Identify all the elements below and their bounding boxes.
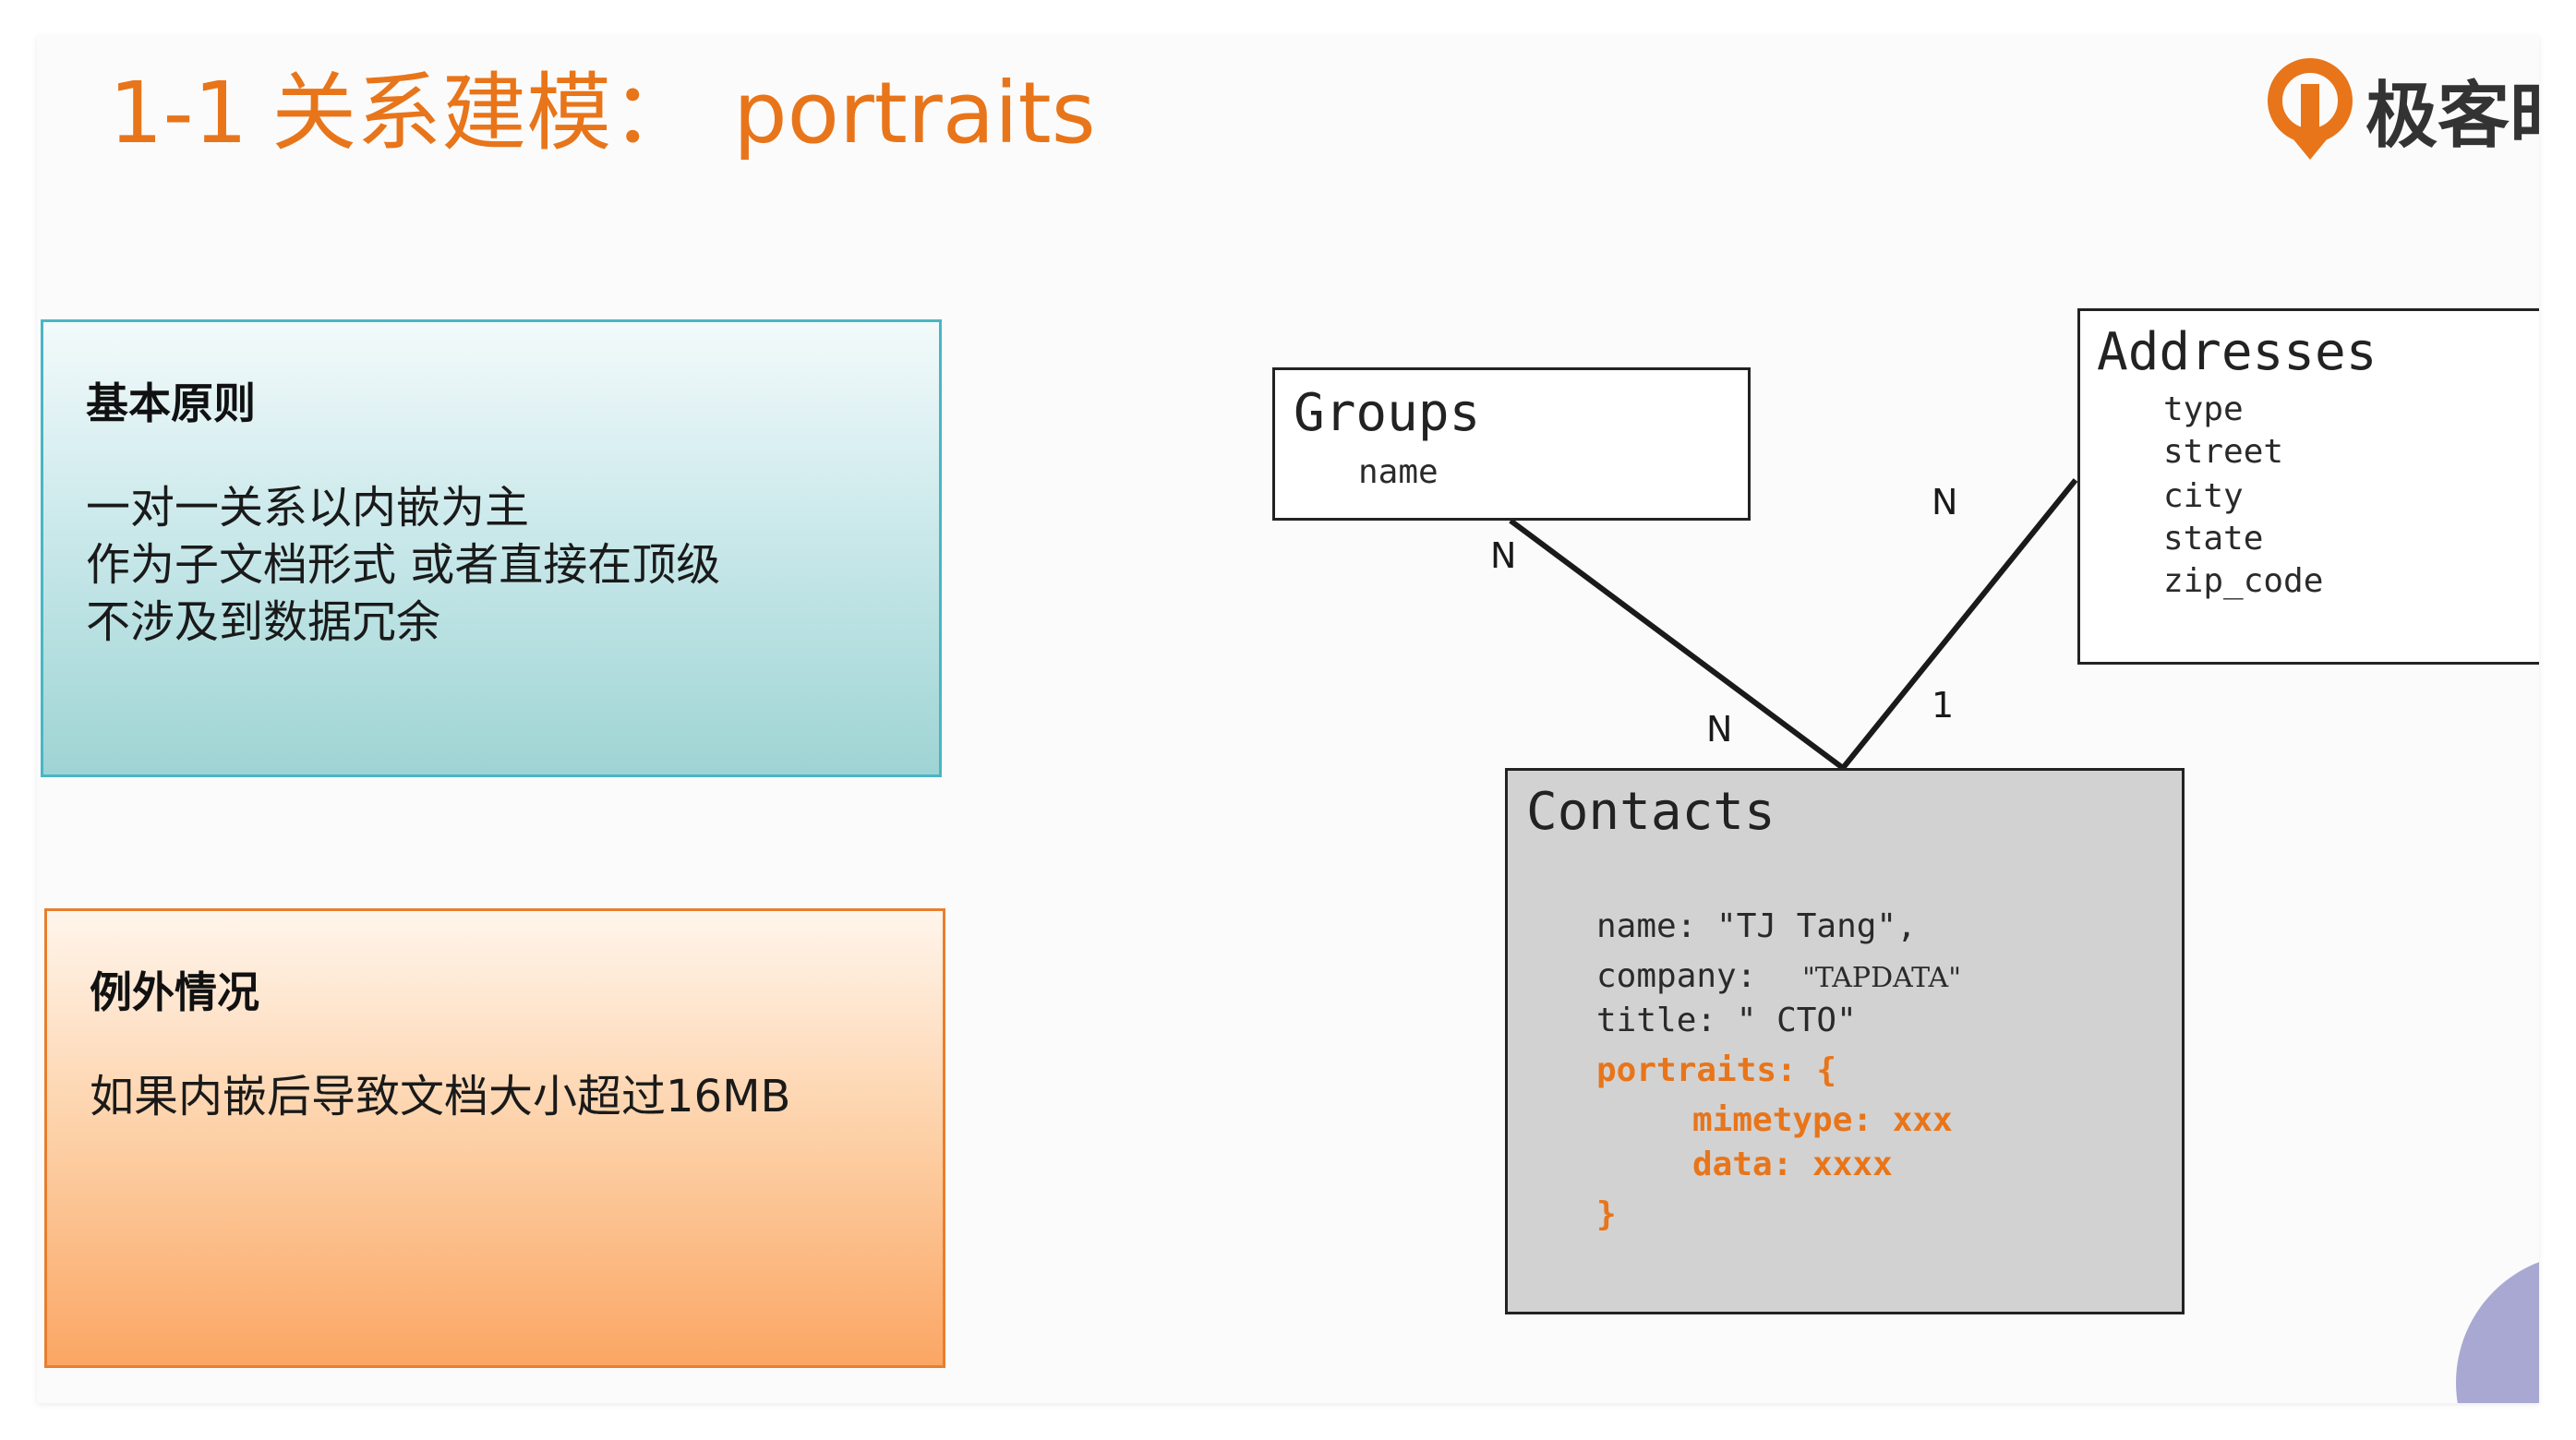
title-number: 1-1 <box>109 64 248 162</box>
exception-card: 例外情况 如果内嵌后导致文档大小超过16MB <box>44 908 945 1368</box>
groups-entity: Groups name <box>1272 367 1751 521</box>
brand-logo: 极客时 <box>2264 50 2539 170</box>
contacts-field-portraits: portraits: { <box>1596 1051 1837 1089</box>
contacts-field-data: data: xxxx <box>1692 1146 1893 1183</box>
addresses-field: city <box>2163 477 2244 515</box>
addresses-field: state <box>2163 520 2264 558</box>
contacts-field-mimetype: mimetype: xxx <box>1692 1101 1953 1139</box>
addresses-field: type <box>2163 390 2244 428</box>
addresses-entity: Addresses type street city state zip_cod… <box>2077 308 2539 665</box>
groups-field: name <box>1358 453 1438 491</box>
principle-title: 基本原则 <box>86 378 256 428</box>
title-keyword: portraits <box>733 64 1096 162</box>
contacts-field-name: name: "TJ Tang", <box>1596 907 1917 945</box>
contacts-field-title: title: " CTO" <box>1596 1002 1857 1039</box>
principle-line: 一对一关系以内嵌为主 <box>86 482 530 534</box>
principle-line: 作为子文档形式 或者直接在顶级 <box>86 539 721 591</box>
groups-contacts-line <box>1509 518 1845 771</box>
exception-line: 如果内嵌后导致文档大小超过16MB <box>90 1071 791 1122</box>
contacts-field-close: } <box>1596 1195 1617 1233</box>
relationship-lines <box>1509 478 2078 771</box>
principle-line: 不涉及到数据冗余 <box>86 596 441 648</box>
contacts-company-value: "TAPDATA" <box>1802 962 1962 994</box>
exception-title: 例外情况 <box>90 967 259 1017</box>
cardinality-addresses: N <box>1932 482 1958 522</box>
contacts-entity: Contacts name: "TJ Tang", company: "TAPD… <box>1505 768 2185 1314</box>
groups-entity-name: Groups <box>1294 383 1481 443</box>
cardinality-groups: N <box>1490 535 1517 576</box>
addresses-field: street <box>2163 433 2284 471</box>
brand-logo-text: 极客时 <box>2365 75 2539 158</box>
contacts-company-key: company: <box>1596 957 1757 995</box>
cardinality-contacts-groups: N <box>1706 709 1733 750</box>
addresses-field: zip_code <box>2163 562 2324 600</box>
title-text: 关系建模： <box>271 64 697 162</box>
cardinality-contacts-addresses: 1 <box>1932 685 1955 726</box>
contacts-entity-name: Contacts <box>1526 782 1776 842</box>
brand-logo-icon <box>2268 58 2353 160</box>
addresses-entity-name: Addresses <box>2097 322 2377 382</box>
contacts-field-company: company: "TAPDATA" <box>1596 955 1961 1000</box>
principle-card: 基本原则 一对一关系以内嵌为主 作为子文档形式 或者直接在顶级 不涉及到数据冗余 <box>41 319 942 777</box>
addresses-contacts-line <box>1840 478 2078 770</box>
